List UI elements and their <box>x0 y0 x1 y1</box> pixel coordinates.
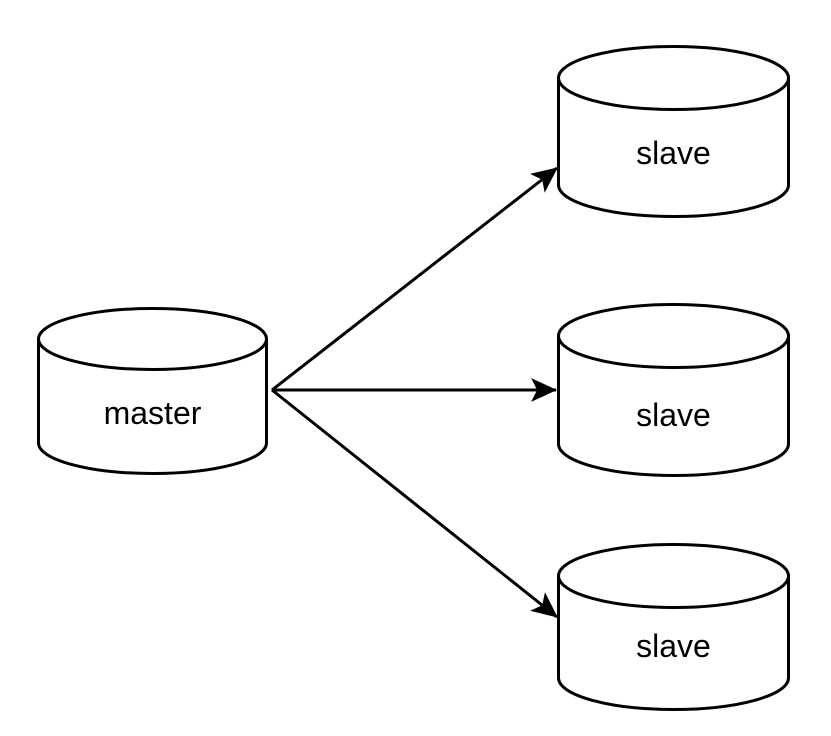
node-master: master <box>37 307 268 475</box>
cylinder-top-ellipse <box>37 307 268 371</box>
cylinder-body <box>557 576 790 711</box>
cylinder-top-ellipse <box>557 303 790 369</box>
node-label-slave-bottom: slave <box>636 628 711 664</box>
cylinder-shape <box>37 307 268 475</box>
node-label-master: master <box>103 395 202 431</box>
cylinder-shape <box>557 303 790 477</box>
node-slave-top: slave <box>557 45 790 218</box>
cylinder-body <box>557 78 790 218</box>
node-label-slave-middle: slave <box>636 397 711 433</box>
cylinder-shape <box>557 45 790 218</box>
cylinder-body <box>37 339 268 475</box>
cylinder-top-ellipse <box>557 45 790 111</box>
node-slave-bottom: slave <box>557 543 790 711</box>
cylinder-top-ellipse <box>557 543 790 609</box>
cylinder-body <box>557 336 790 477</box>
node-slave-middle: slave <box>557 303 790 477</box>
cylinder-shape <box>557 543 790 711</box>
node-label-slave-top: slave <box>636 135 711 171</box>
